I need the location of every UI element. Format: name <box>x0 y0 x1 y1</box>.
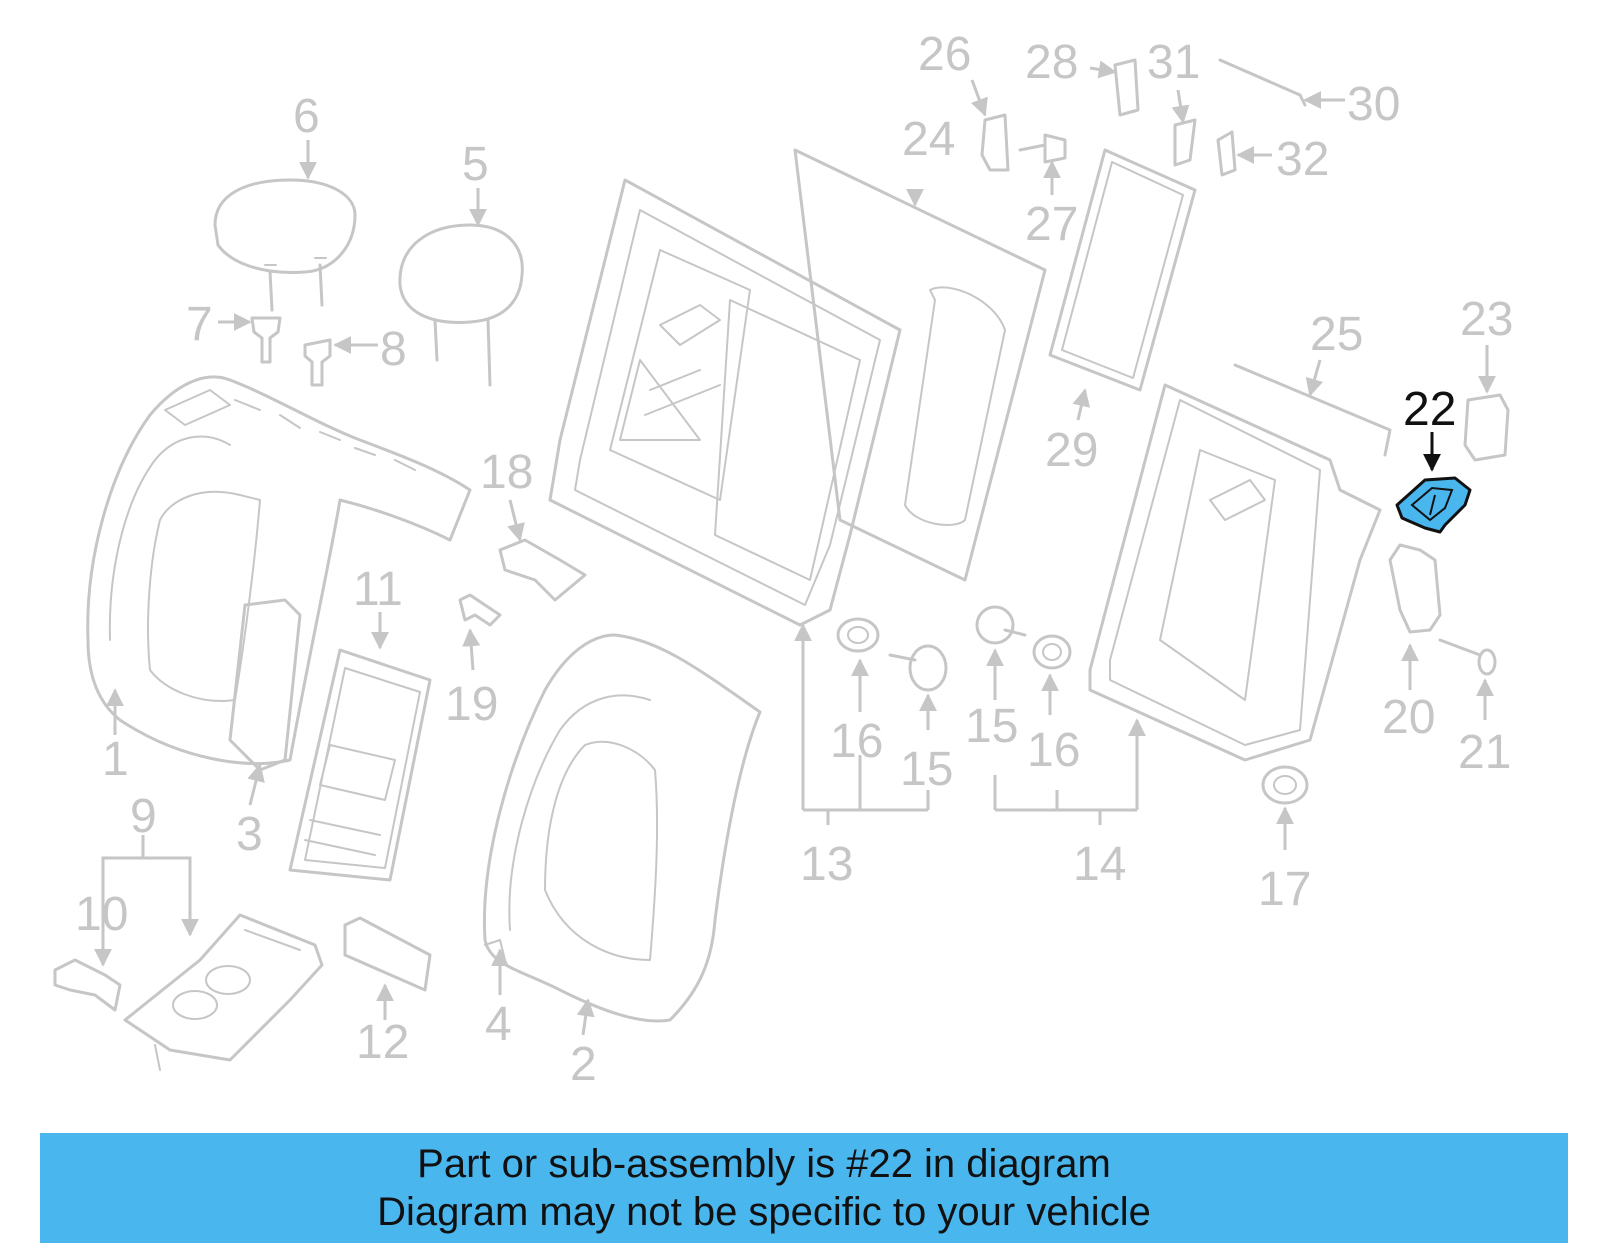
part-7-headrest-guide <box>250 316 282 364</box>
part-29-panel <box>1048 148 1197 392</box>
part-6-headrest <box>213 178 357 312</box>
callout-32: 32 <box>1276 133 1329 186</box>
part-16-bushing-left <box>836 617 880 653</box>
part-19-clip <box>458 593 502 627</box>
callout-15-right: 15 <box>965 700 1018 753</box>
part-11-armrest-frame <box>288 648 432 882</box>
callout-26: 26 <box>918 28 971 81</box>
part-27-bolt <box>1018 133 1067 164</box>
callout-labels: 1 2 3 4 5 6 7 8 9 10 11 12 13 14 15 15 1… <box>75 28 1513 1091</box>
callout-29: 29 <box>1045 424 1098 477</box>
part-26-hinge-plate <box>980 113 1010 172</box>
callout-8: 8 <box>380 323 407 376</box>
part-3-armrest-bracket <box>228 598 302 772</box>
callout-10: 10 <box>75 888 128 941</box>
callout-24: 24 <box>902 113 955 166</box>
callout-25: 25 <box>1310 308 1363 361</box>
part-1-seatback-cover <box>86 375 472 766</box>
part-18-bracket <box>498 538 587 602</box>
part-5-headrest <box>398 223 524 387</box>
callout-5: 5 <box>462 138 489 191</box>
part-13-seatback-frame-left <box>548 178 902 627</box>
callout-7: 7 <box>186 298 213 351</box>
part-14-seatback-frame-right <box>1088 383 1382 762</box>
callout-20: 20 <box>1382 691 1435 744</box>
callout-6: 6 <box>293 90 320 143</box>
part-8-headrest-guide <box>303 338 332 387</box>
callout-21: 21 <box>1458 726 1511 779</box>
part-15-bolt-left <box>888 644 948 692</box>
banner-line-disclaimer: Diagram may not be specific to your vehi… <box>377 1190 1151 1234</box>
part-21-bolt <box>1438 638 1497 676</box>
part-25-backing-pad <box>1233 363 1392 457</box>
callout-18: 18 <box>480 446 533 499</box>
part-16-bushing-right <box>1032 634 1072 670</box>
callout-27: 27 <box>1025 198 1078 251</box>
callout-16-left: 16 <box>830 715 883 768</box>
part-10-armrest-trim <box>53 958 122 1012</box>
leader-lines <box>94 60 1496 1036</box>
callout-13: 13 <box>800 838 853 891</box>
callout-1: 1 <box>102 733 129 786</box>
part-24-backing-board <box>793 148 1047 582</box>
part-15-bolt-right <box>975 605 1027 645</box>
callout-2: 2 <box>570 1038 597 1091</box>
callout-19: 19 <box>445 678 498 731</box>
part-31-bracket <box>1173 118 1197 167</box>
part-12-trim-panel <box>343 916 432 992</box>
part-28-latch-cover <box>1113 58 1140 117</box>
callout-11: 11 <box>353 563 403 616</box>
part-20-latch-bracket <box>1388 543 1442 634</box>
callout-3: 3 <box>236 808 263 861</box>
callout-22: 22 <box>1403 383 1456 436</box>
callout-9: 9 <box>130 790 157 843</box>
callout-28: 28 <box>1025 36 1078 89</box>
callout-31: 31 <box>1147 36 1200 89</box>
callout-12: 12 <box>356 1016 409 1069</box>
part-23-release-cover <box>1463 393 1510 462</box>
callout-15-left: 15 <box>900 743 953 796</box>
part-17-bushing <box>1261 765 1309 805</box>
callout-17: 17 <box>1258 863 1311 916</box>
info-banner: Part or sub-assembly is #22 in diagram D… <box>40 1133 1568 1243</box>
part-9-armrest-cover <box>123 913 324 1071</box>
callout-23: 23 <box>1460 293 1513 346</box>
part-22-highlighted-bezel[interactable] <box>1395 476 1472 534</box>
banner-line-part: Part or sub-assembly is #22 in diagram <box>417 1142 1111 1186</box>
part-30-cable <box>1218 58 1307 107</box>
part-32-clip <box>1216 130 1237 177</box>
part-2-seatback-cover <box>482 633 762 1023</box>
callout-4: 4 <box>485 998 512 1051</box>
callout-16-right: 16 <box>1027 724 1080 777</box>
callout-14: 14 <box>1073 838 1126 891</box>
callout-30: 30 <box>1347 78 1400 131</box>
